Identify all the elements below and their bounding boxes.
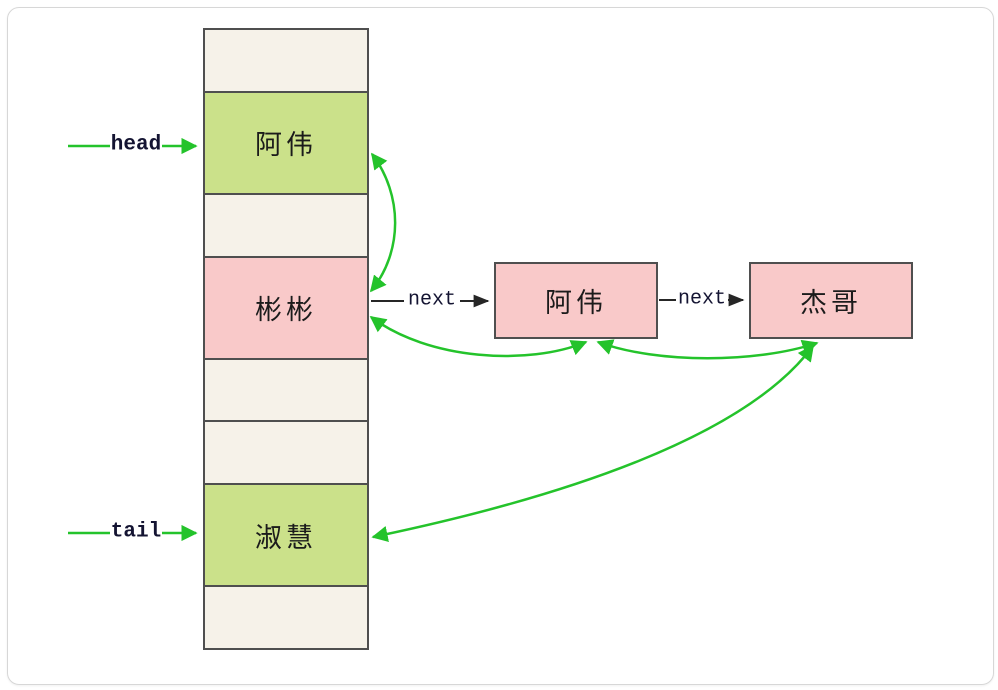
link-curve-awei-binbin (369, 152, 397, 293)
array-cell-3-binbin: 彬彬 (203, 255, 369, 360)
rounded-frame (7, 7, 994, 685)
link-curve-aweinode-jiege (596, 339, 819, 360)
array-cell-5 (203, 420, 369, 486)
array-cell-0 (203, 28, 369, 93)
array-cell-1-awei: 阿伟 (203, 90, 369, 195)
array-cell-7 (203, 585, 369, 650)
list-node-awei: 阿伟 (494, 262, 658, 339)
list-node-jiege: 杰哥 (749, 262, 913, 339)
tail-pointer-label: tail (110, 520, 162, 544)
array-cell-2 (203, 192, 369, 258)
link-curve-jiege-shuhui (371, 344, 815, 542)
array-cell-4 (203, 357, 369, 423)
bucket-array: 阿伟 彬彬 淑慧 (203, 28, 369, 650)
array-cell-6-shuhui: 淑慧 (203, 483, 369, 588)
next-edge-label-2: next (677, 287, 727, 311)
head-pointer-label: head (110, 133, 162, 157)
next-edge-label-1: next (407, 288, 457, 312)
